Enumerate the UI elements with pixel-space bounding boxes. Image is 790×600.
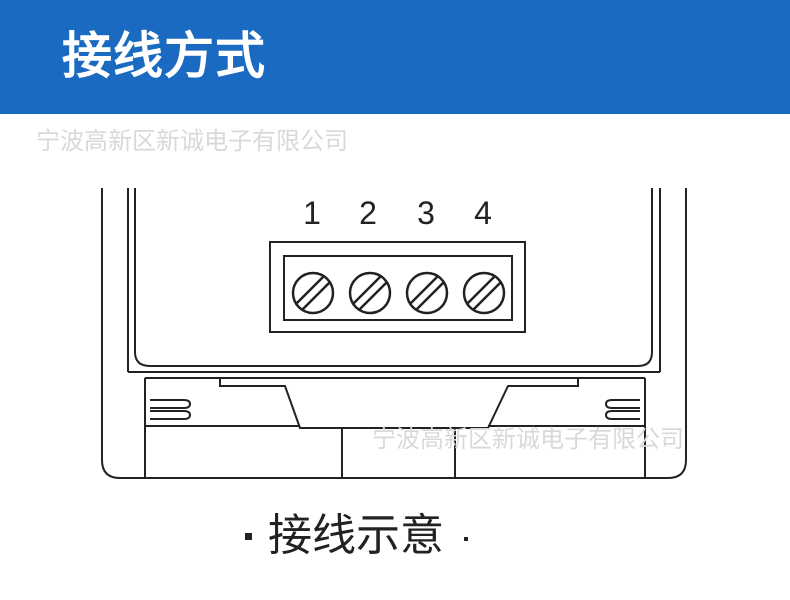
terminal-screw-4: [462, 271, 506, 315]
screw-slot-4-1: [465, 274, 497, 306]
screw-slot-1-1: [294, 274, 326, 306]
vent-right: [604, 399, 640, 420]
terminal-block-outer: [269, 241, 526, 333]
din-clip: [219, 378, 579, 429]
screw-slot-1-2: [300, 280, 332, 312]
header-bar: 接线方式: [0, 0, 790, 114]
screw-slot-2-2: [357, 280, 389, 312]
caption-bullet-left: [245, 532, 252, 540]
terminal-label-4: 4: [474, 195, 492, 231]
terminal-block-inner: [283, 255, 513, 321]
screw-slot-3-2: [414, 280, 446, 312]
housing-outline: [101, 188, 687, 479]
terminal-screws: [291, 271, 506, 315]
screw-slot-3-1: [408, 274, 440, 306]
terminal-block: [269, 241, 526, 333]
terminal-labels: 1 2 3 4: [303, 195, 492, 231]
page-title: 接线方式: [62, 27, 266, 85]
terminal-screw-3: [405, 271, 449, 315]
front-panel: [134, 188, 653, 367]
terminal-screw-1: [291, 271, 335, 315]
terminal-screw-2: [348, 271, 392, 315]
vent-left: [150, 399, 192, 420]
caption-bullet-right: [464, 537, 468, 541]
caption-text: 接线示意: [268, 510, 444, 561]
screw-slot-2-1: [351, 274, 383, 306]
terminal-label-2: 2: [359, 195, 377, 231]
screw-slot-4-2: [471, 280, 503, 312]
terminal-label-1: 1: [303, 195, 321, 231]
caption: 接线示意: [245, 508, 468, 564]
terminal-label-3: 3: [417, 195, 435, 231]
device-housing: [101, 188, 687, 479]
